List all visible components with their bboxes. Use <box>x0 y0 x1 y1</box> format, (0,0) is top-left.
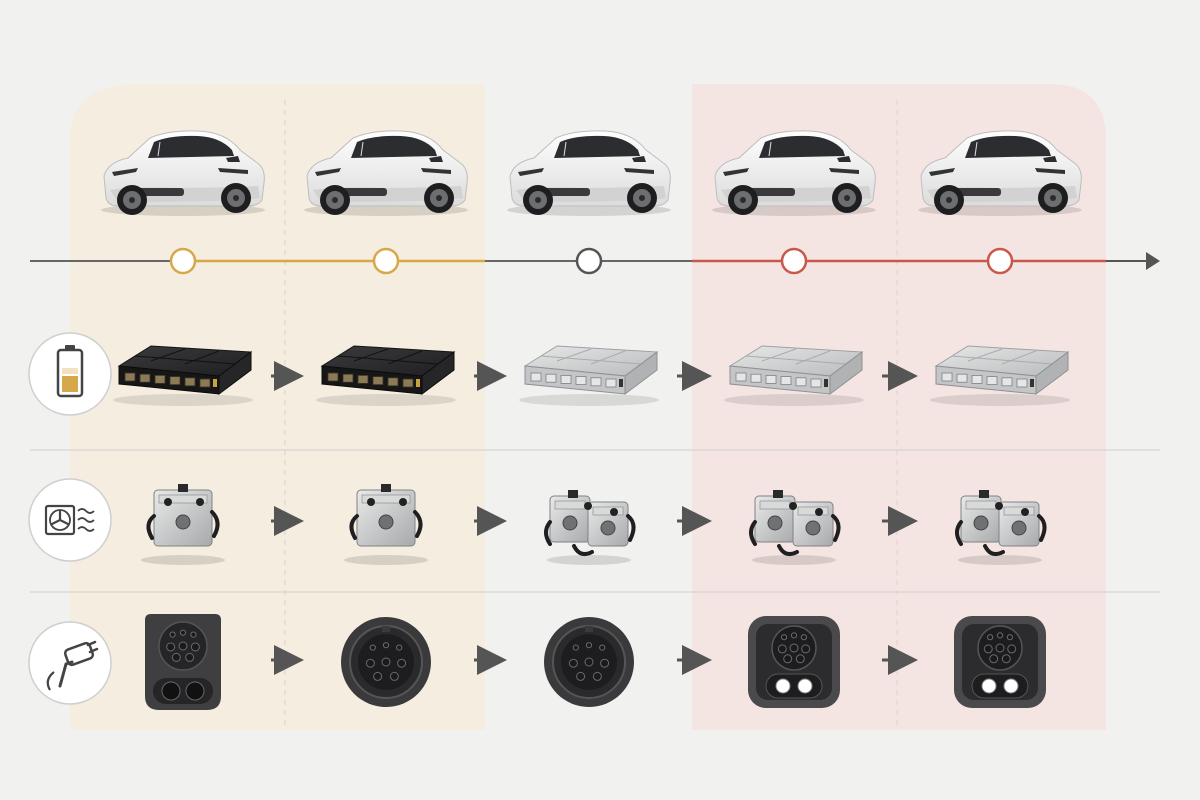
timeline <box>30 247 1160 275</box>
vehicle-row <box>101 130 1082 216</box>
dark-battery-pack <box>316 345 456 406</box>
charging-plug-icon <box>28 621 112 705</box>
progression-arrows <box>271 361 918 675</box>
vehicle-image <box>101 130 265 216</box>
timeline-marker-3 <box>575 247 603 275</box>
silver-battery-pack <box>930 345 1070 406</box>
dual-thermal-module <box>955 490 1047 565</box>
timeline-marker-1 <box>169 247 197 275</box>
combo-charging-connector <box>145 614 221 710</box>
band-late <box>692 84 1106 730</box>
timeline-marker-2 <box>372 247 400 275</box>
thermal-module-row <box>141 484 1047 565</box>
timeline-arrowhead <box>1146 252 1160 270</box>
charging-connector-row <box>145 614 1046 710</box>
thermal-management-icon <box>28 478 112 562</box>
combo-charging-connector <box>954 616 1046 708</box>
dual-thermal-module <box>749 490 841 565</box>
vehicle-image <box>507 130 671 216</box>
battery-icon <box>28 332 112 416</box>
background-bands <box>70 84 1106 730</box>
silver-battery-pack <box>519 345 659 406</box>
timeline-marker-4 <box>780 247 808 275</box>
vehicle-image <box>918 130 1082 216</box>
timeline-marker-5 <box>986 247 1014 275</box>
combo-charging-connector <box>748 616 840 708</box>
row-dividers <box>30 449 1160 593</box>
dark-battery-pack <box>113 345 253 406</box>
compact-thermal-module <box>141 484 225 565</box>
band-early <box>70 84 485 730</box>
round-charging-connector <box>341 617 431 707</box>
battery-pack-row <box>113 345 1070 406</box>
dual-thermal-module <box>544 490 636 565</box>
row-icons <box>28 332 112 705</box>
vehicle-image <box>712 130 876 216</box>
silver-battery-pack <box>724 345 864 406</box>
compact-thermal-module <box>344 484 428 565</box>
round-charging-connector <box>544 617 634 707</box>
vehicle-image <box>304 130 468 216</box>
